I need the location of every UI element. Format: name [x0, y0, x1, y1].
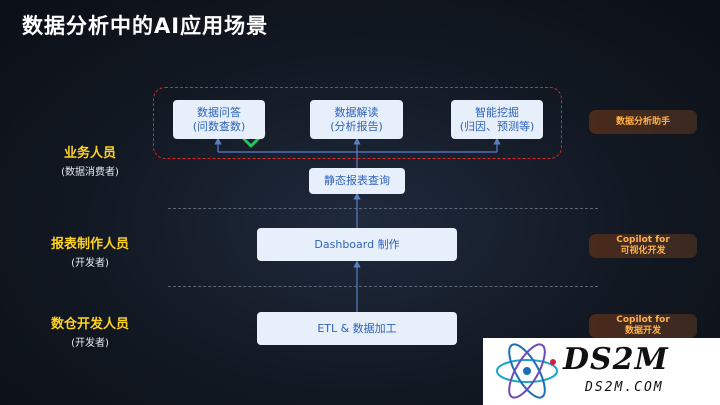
badge-sublabel: 可视化开发: [620, 246, 666, 256]
box-label: 数据解读: [334, 105, 379, 119]
role-name: 报表制作人员: [50, 237, 129, 252]
role-business-users: 业务人员 (数据消费者): [15, 142, 165, 178]
box-label: 静态报表查询: [324, 174, 390, 187]
role-subtitle: (开发者): [71, 258, 109, 269]
box-static-report-query[interactable]: 静态报表查询: [309, 168, 405, 194]
box-label: Dashboard 制作: [314, 237, 400, 251]
atom-logo-icon: [496, 343, 558, 399]
role-subtitle: (数据消费者): [61, 167, 119, 178]
box-label: 智能挖掘: [475, 105, 519, 119]
badge-label: Copilot for: [616, 315, 670, 325]
box-etl[interactable]: ETL & 数据加工: [257, 312, 457, 345]
badge-label: 数据分析助手: [615, 116, 670, 127]
box-label: ETL & 数据加工: [317, 321, 397, 335]
box-sublabel: (分析报告): [330, 119, 383, 133]
role-name: 数仓开发人员: [50, 317, 129, 332]
logo-sub-text: DS2M.COM: [585, 380, 664, 395]
role-warehouse-developers: 数仓开发人员 (开发者): [15, 313, 165, 349]
logo-main-text: DS2M: [563, 342, 669, 377]
badge-sublabel: 数据开发: [624, 326, 661, 336]
role-subtitle: (开发者): [71, 338, 109, 349]
role-report-makers: 报表制作人员 (开发者): [15, 233, 165, 269]
divider-top: [168, 208, 598, 209]
badge-copilot-data-dev: Copilot for 数据开发: [589, 314, 697, 338]
box-data-interpretation[interactable]: 数据解读 (分析报告): [310, 100, 403, 139]
box-dashboard[interactable]: Dashboard 制作: [257, 228, 457, 261]
role-name: 业务人员: [63, 146, 116, 161]
box-sublabel: (归因、预测等): [459, 119, 535, 133]
box-smart-mining[interactable]: 智能挖掘 (归因、预测等): [451, 100, 543, 139]
badge-label: Copilot for: [616, 235, 670, 245]
ai-assistant-group-outline: [153, 87, 562, 159]
box-data-qa[interactable]: 数据问答 (问数查数): [173, 100, 265, 139]
box-label: 数据问答: [197, 105, 241, 119]
page-title: 数据分析中的AI应用场景: [22, 14, 269, 38]
badge-copilot-visualization: Copilot for 可视化开发: [589, 234, 697, 258]
watermark-logo: DS2M DS2M.COM: [483, 338, 720, 405]
divider-bottom: [168, 286, 598, 287]
box-sublabel: (问数查数): [192, 119, 246, 133]
badge-analysis-assistant: 数据分析助手: [589, 110, 697, 134]
